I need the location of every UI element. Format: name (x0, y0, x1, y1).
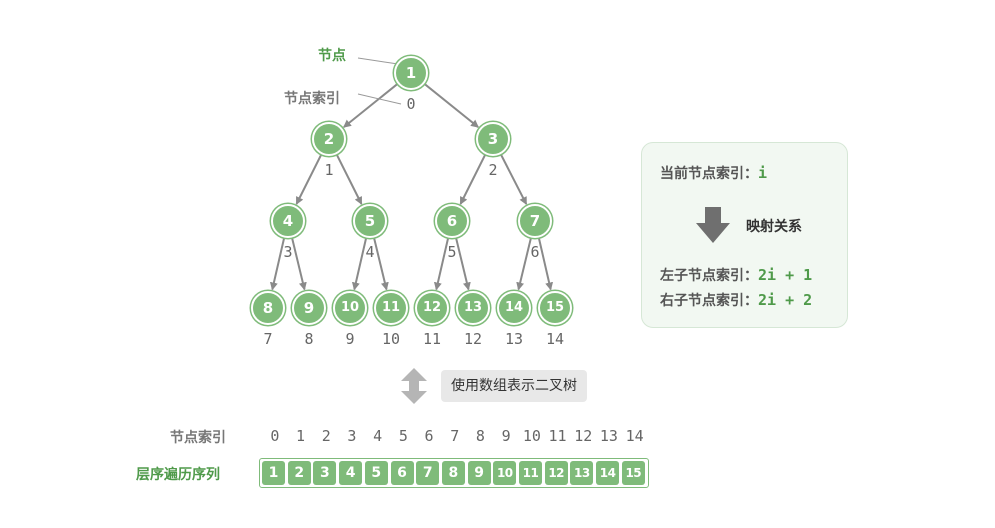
tree-edge (351, 238, 367, 291)
array-index: 9 (501, 427, 511, 445)
array-index: 6 (424, 427, 434, 445)
left-child-line: 左子节点索引：2i + 1 (660, 265, 812, 285)
conversion-label: 使用数组表示二叉树 (441, 370, 587, 402)
array-index: 11 (548, 427, 567, 445)
level-order-label: 层序遍历序列 (136, 467, 220, 483)
tree-node: 3 (476, 122, 510, 156)
array-cell: 2 (287, 461, 311, 485)
tree-edge (373, 238, 389, 291)
array-cell: 10 (493, 461, 517, 485)
tree-node-index: 7 (263, 330, 273, 348)
left-child-label: 左子节点索引： (660, 268, 758, 284)
tree-node-index: 6 (530, 243, 540, 261)
tree-node: 13 (456, 291, 490, 325)
tree-node-index: 0 (406, 95, 416, 113)
tree-node-index: 10 (381, 330, 401, 348)
tree-edge (500, 154, 528, 205)
array-cell: 14 (596, 461, 620, 485)
current-index-label: 当前节点索引： (660, 166, 758, 182)
tree-edge (455, 238, 471, 291)
tree-edge (343, 83, 398, 128)
tree-node-index: 4 (365, 243, 375, 261)
array-cell: 8 (441, 461, 465, 485)
tree-node: 11 (374, 291, 408, 325)
array-cell: 1 (262, 461, 285, 485)
array-cell: 11 (519, 461, 542, 485)
mapping-panel: 当前节点索引：i 映射关系 左子节点索引：2i + 1 右子节点索引：2i + … (641, 142, 848, 328)
array-index: 5 (398, 427, 408, 445)
index-callout-leader (357, 93, 402, 105)
array-cell: 13 (570, 461, 594, 485)
tree-node-index: 8 (304, 330, 314, 348)
tree-node: 4 (271, 204, 305, 238)
current-index-formula: i (758, 164, 768, 182)
array-index: 13 (599, 427, 618, 445)
array-index-label: 节点索引 (170, 430, 226, 446)
array-cell: 15 (621, 461, 645, 485)
tree-node: 14 (497, 291, 531, 325)
tree-node-index: 3 (283, 243, 293, 261)
array-index: 0 (270, 427, 280, 445)
array-cell: 7 (416, 461, 440, 485)
tree-node-index: 14 (545, 330, 565, 348)
tree-edge (538, 238, 554, 291)
array-cell: 4 (339, 461, 363, 485)
node-callout-leader (357, 57, 399, 65)
array-index: 8 (475, 427, 485, 445)
tree-edge (336, 154, 363, 205)
tree-node: 6 (435, 204, 469, 238)
array-cell: 6 (390, 461, 414, 485)
tree-node-index: 12 (463, 330, 483, 348)
tree-edge (459, 154, 486, 205)
node-index-callout-label: 节点索引 (284, 91, 340, 107)
array-index: 3 (347, 427, 357, 445)
updown-arrow-icon (401, 368, 427, 404)
tree-node: 10 (333, 291, 367, 325)
node-callout-label: 节点 (318, 48, 346, 64)
tree-node: 15 (538, 291, 572, 325)
array-index: 12 (574, 427, 593, 445)
left-child-formula: 2i + 1 (758, 266, 813, 284)
tree-edge (291, 238, 307, 291)
tree-node: 5 (353, 204, 387, 238)
tree-node: 7 (518, 204, 552, 238)
tree-edge (295, 154, 322, 205)
array-cell: 9 (467, 461, 491, 485)
right-child-line: 右子节点索引：2i + 2 (660, 290, 812, 310)
down-arrow-icon (696, 207, 730, 243)
array-index: 2 (321, 427, 331, 445)
array-cell: 3 (313, 461, 337, 485)
tree-node: 8 (251, 291, 285, 325)
array-index: 14 (625, 427, 644, 445)
array-index: 4 (373, 427, 383, 445)
tree-edge (516, 238, 532, 291)
tree-node-index: 1 (324, 161, 334, 179)
tree-node: 9 (292, 291, 326, 325)
right-child-formula: 2i + 2 (758, 291, 813, 309)
array-index: 10 (522, 427, 541, 445)
tree-node-index: 11 (422, 330, 442, 348)
tree-node-index: 13 (504, 330, 524, 348)
tree-node-index: 2 (488, 161, 498, 179)
array-cell: 5 (364, 461, 388, 485)
current-index-line: 当前节点索引：i (660, 163, 767, 183)
tree-node: 1 (394, 56, 428, 90)
array-index: 7 (450, 427, 460, 445)
tree-node-index: 9 (345, 330, 355, 348)
tree-edge (424, 83, 479, 128)
tree-node-index: 5 (447, 243, 457, 261)
right-child-label: 右子节点索引： (660, 293, 758, 309)
tree-edge (433, 238, 449, 291)
array-cell: 12 (544, 461, 568, 485)
tree-node: 12 (415, 291, 449, 325)
tree-node: 2 (312, 122, 346, 156)
tree-edge (269, 238, 285, 291)
mapping-caption: 映射关系 (746, 219, 802, 235)
array-index: 1 (296, 427, 306, 445)
